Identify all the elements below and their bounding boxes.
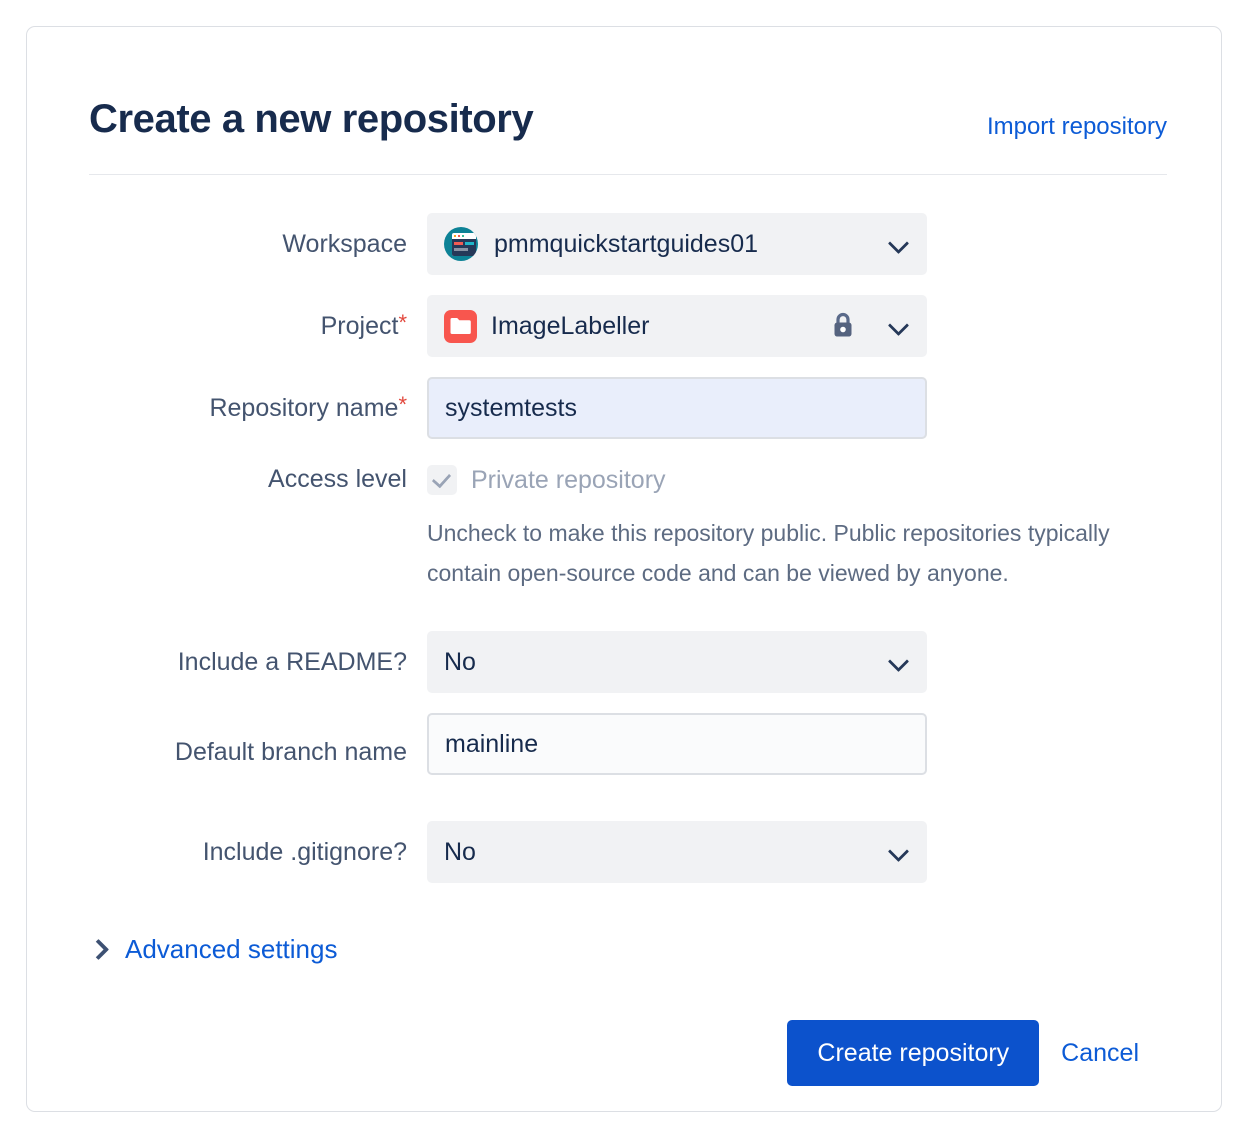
default-branch-name-input[interactable] bbox=[427, 713, 927, 775]
include-gitignore-value: No bbox=[444, 838, 476, 866]
form-row-workspace: Workspace pmmquickstartguid bbox=[89, 213, 1167, 295]
check-icon bbox=[431, 468, 452, 489]
form-footer: Create repository Cancel bbox=[787, 1020, 1139, 1086]
project-value: ImageLabeller bbox=[491, 312, 650, 340]
private-repository-checkbox bbox=[427, 465, 457, 495]
include-readme-value: No bbox=[444, 648, 476, 676]
chevron-down-icon bbox=[888, 233, 910, 255]
project-label: Project* bbox=[89, 295, 427, 342]
include-gitignore-select[interactable]: No bbox=[427, 821, 927, 883]
project-label-text: Project bbox=[320, 312, 399, 340]
project-select[interactable]: ImageLabeller bbox=[427, 295, 927, 357]
default-branch-name-label: Default branch name bbox=[174, 738, 407, 766]
include-gitignore-label: Include .gitignore? bbox=[202, 838, 407, 866]
advanced-settings-toggle[interactable]: Advanced settings bbox=[89, 933, 337, 965]
create-repository-form: Workspace pmmquickstartguid bbox=[89, 213, 1167, 903]
workspace-select[interactable]: pmmquickstartguides01 bbox=[427, 213, 927, 275]
workspace-label: Workspace bbox=[282, 230, 407, 258]
chevron-down-icon bbox=[888, 315, 910, 337]
chevron-right-icon bbox=[89, 940, 107, 958]
access-level-label: Access level bbox=[268, 465, 407, 493]
include-readme-control: No bbox=[427, 631, 1167, 693]
repository-name-label-text: Repository name bbox=[209, 394, 399, 422]
default-branch-name-control bbox=[427, 713, 1167, 775]
private-repository-label: Private repository bbox=[471, 466, 666, 494]
form-row-default-branch-name: Default branch name bbox=[89, 713, 1167, 821]
folder-icon bbox=[444, 309, 477, 343]
advanced-settings-label: Advanced settings bbox=[125, 934, 338, 964]
card-header: Create a new repository Import repositor… bbox=[89, 85, 1167, 175]
chevron-down-icon bbox=[888, 841, 910, 863]
access-level-control: Private repository Uncheck to make this … bbox=[427, 459, 1167, 593]
page-title: Create a new repository bbox=[89, 97, 534, 141]
repository-name-label: Repository name* bbox=[89, 377, 427, 424]
project-required-marker: * bbox=[398, 310, 407, 335]
form-row-access-level: Access level Private repository Uncheck … bbox=[89, 459, 1167, 631]
include-readme-select[interactable]: No bbox=[427, 631, 927, 693]
chevron-down-icon bbox=[888, 651, 910, 673]
access-level-help-text: Uncheck to make this repository public. … bbox=[427, 520, 1110, 586]
cancel-button[interactable]: Cancel bbox=[1061, 1038, 1139, 1067]
lock-icon bbox=[830, 311, 856, 341]
project-control: ImageLabeller bbox=[427, 295, 1167, 357]
create-repository-card: Create a new repository Import repositor… bbox=[26, 26, 1222, 1112]
include-readme-label: Include a README? bbox=[177, 648, 407, 676]
repository-name-control bbox=[427, 377, 1167, 439]
repository-name-required-marker: * bbox=[398, 392, 407, 417]
workspace-avatar-icon bbox=[444, 227, 478, 261]
include-gitignore-control: No bbox=[427, 821, 1167, 883]
create-repository-button[interactable]: Create repository bbox=[787, 1020, 1040, 1086]
form-row-project: Project* ImageLabeller bbox=[89, 295, 1167, 377]
workspace-control: pmmquickstartguides01 bbox=[427, 213, 1167, 275]
import-repository-link[interactable]: Import repository bbox=[986, 113, 1167, 140]
private-repository-checkbox-row[interactable]: Private repository bbox=[427, 459, 1167, 499]
form-row-include-gitignore: Include .gitignore? No bbox=[89, 821, 1167, 903]
workspace-value: pmmquickstartguides01 bbox=[494, 230, 759, 258]
form-row-repository-name: Repository name* bbox=[89, 377, 1167, 459]
form-row-include-readme: Include a README? No bbox=[89, 631, 1167, 713]
repository-name-input[interactable] bbox=[427, 377, 927, 439]
